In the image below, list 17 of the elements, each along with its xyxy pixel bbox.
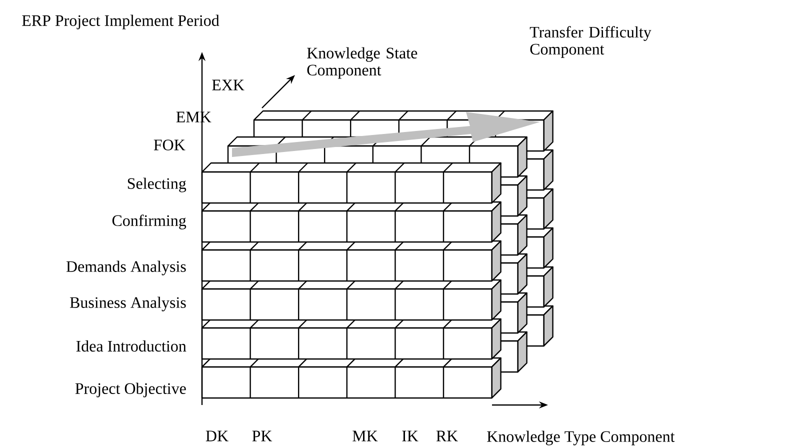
axis-label: Transfer Difficulty Component — [530, 26, 652, 58]
axis-label: Business Analysis — [70, 296, 186, 312]
axis-label: Idea Introduction — [76, 340, 186, 352]
axis-label: Knowledge State Component — [307, 47, 418, 79]
axis-label: Selecting — [128, 178, 186, 192]
axis-label: Knowledge Type Component — [487, 430, 675, 446]
axis-label: DK — [206, 430, 228, 442]
axis-label: MK — [352, 430, 378, 442]
axis-label: FOK — [154, 140, 186, 150]
axis-label: Confirming — [112, 214, 186, 230]
axis-label: Project Objective — [75, 382, 186, 398]
axis-label: RK — [436, 430, 458, 442]
axis-label: PK — [252, 430, 272, 442]
axis-label: ERP Project Implement Period — [22, 14, 220, 30]
axis-label: IK — [402, 430, 418, 442]
axis-label: Demands Analysis — [66, 260, 186, 276]
axis-label: EXK — [212, 80, 244, 90]
